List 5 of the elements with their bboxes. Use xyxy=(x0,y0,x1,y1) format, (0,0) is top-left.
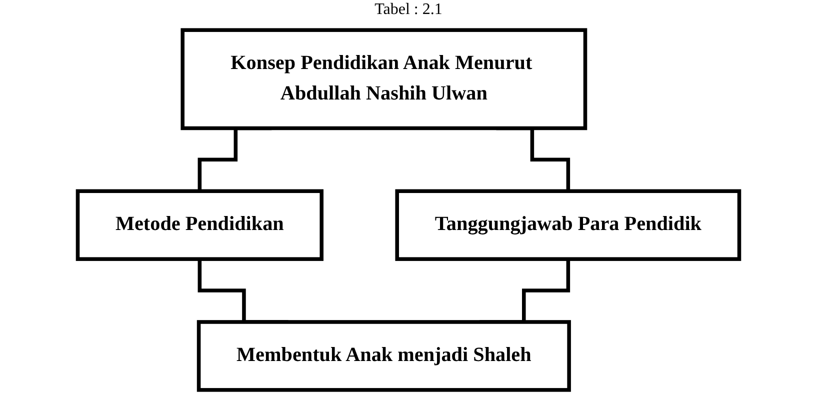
diagram-title: Tabel : 2.1 xyxy=(374,0,444,20)
node-box: Metode Pendidikan xyxy=(76,189,324,261)
node-box: Membentuk Anak menjadi Shaleh xyxy=(196,320,571,392)
node-box: Konsep Pendidikan Anak Menurut Abdullah Nashih Ulwan xyxy=(180,28,588,130)
node-box: Tanggungjawab Para Pendidik xyxy=(395,189,742,261)
